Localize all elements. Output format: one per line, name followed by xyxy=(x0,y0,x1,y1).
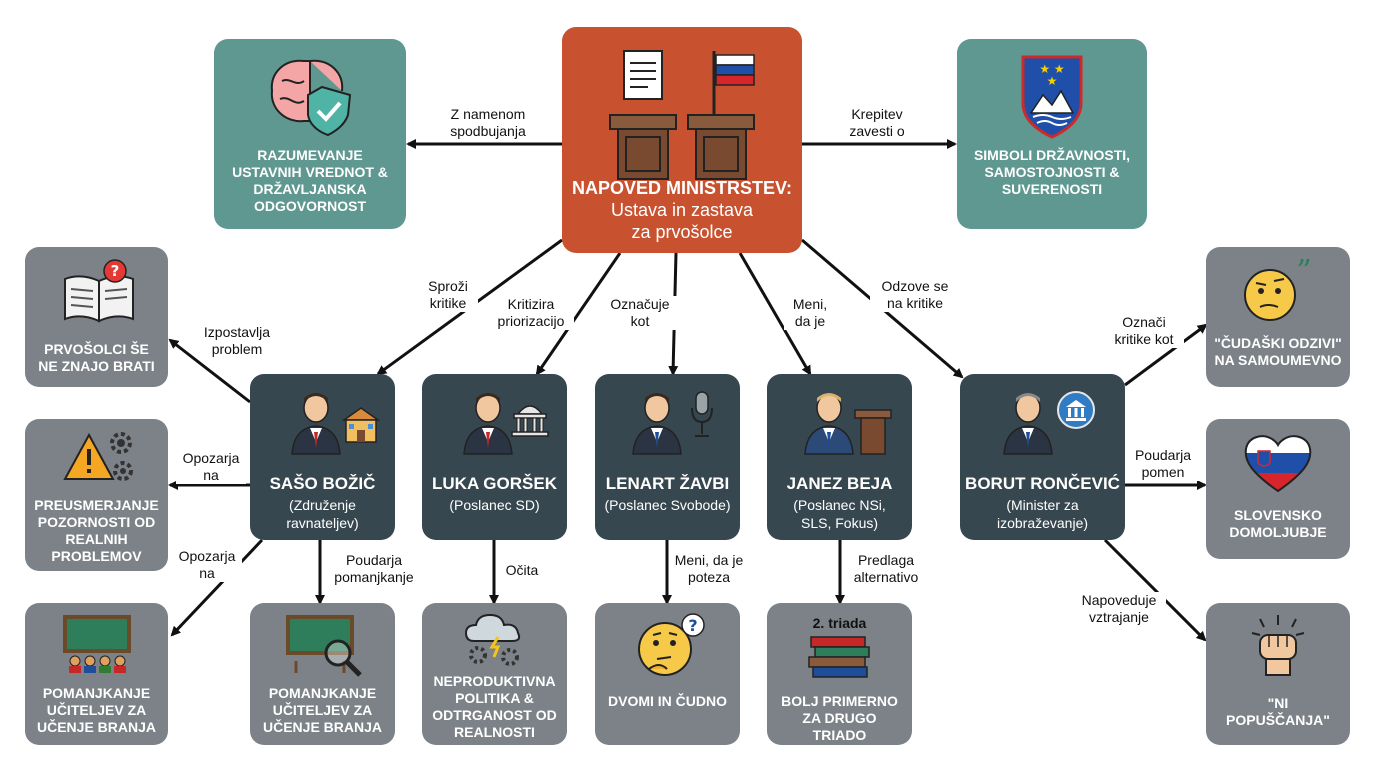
center-subtitle-line2: za prvošolce xyxy=(631,222,733,242)
person-node-roncevic: BORUT RONČEVIĆ (Minister za izobraževanj… xyxy=(960,374,1125,540)
classroom-icon xyxy=(63,615,131,673)
edge-label-namenom: Z namenom spodbujanja xyxy=(436,106,540,140)
person-node-gorsek: LUKA GORŠEK (Poslanec SD) xyxy=(422,374,567,540)
outcome-label: SLOVENSKO DOMOLJUBJE xyxy=(1229,507,1327,540)
center-node: NAPOVED MINISTRSTEV: Ustava in zastava z… xyxy=(562,27,802,253)
person-name: BORUT RONČEVIĆ xyxy=(965,474,1120,493)
arrow-bozic-to-pomanjkanje1 xyxy=(170,538,264,637)
state-symbols-node: ★ ★ ★ SIMBOLI DRŽAVNOSTI, SAMOSTOJNOSTI … xyxy=(957,39,1147,229)
center-title: NAPOVED MINISTRSTEV: xyxy=(571,178,793,198)
edge-label-ocita: Očita xyxy=(500,562,544,579)
arrow-center-to-beja xyxy=(738,252,812,376)
arrow-center-to-gorsek xyxy=(535,252,622,376)
outcome-label: POMANJKANJE UČITELJEV ZA UČENJE BRANJA xyxy=(262,685,383,735)
open-book-question-icon: ? xyxy=(64,259,134,323)
person-name: SAŠO BOŽIČ xyxy=(269,474,376,493)
slovenian-heart-icon xyxy=(1244,435,1312,493)
edge-label-meni-poteza: Meni, da je poteza xyxy=(672,552,746,586)
outcome-label: PRVOŠOLCI ŠE NE ZNAJO BRATI xyxy=(38,341,155,374)
outcome-neproduktivna: NEPRODUKTIVNA POLITIKA & ODTRGANOST OD R… xyxy=(422,603,567,745)
books-stack-icon xyxy=(808,636,870,678)
edge-label-odzove: Odzove se na kritike xyxy=(870,278,960,312)
outcome-label: DVOMI IN ČUDNO xyxy=(608,693,727,709)
edge-label-meni-da-je: Meni, da je xyxy=(784,296,836,330)
edge-label-sprozi: Sproži kritike xyxy=(418,278,478,312)
outcome-pomanjkanje-2: POMANJKANJE UČITELJEV ZA UČENJE BRANJA xyxy=(250,603,395,745)
person-role: (Poslanec SD) xyxy=(449,497,540,513)
raised-fist-icon xyxy=(1251,615,1305,676)
edge-label-opozarja-1: Opozarja na xyxy=(176,450,246,484)
person-role: (Združenje ravnateljev) xyxy=(286,497,359,531)
outcome-label: POMANJKANJE UČITELJEV ZA UČENJE BRANJA xyxy=(36,685,157,735)
edge-label-oznaci: Označi kritike kot xyxy=(1104,314,1184,348)
outcome-domoljubje: SLOVENSKO DOMOLJUBJE xyxy=(1206,419,1350,559)
constitutional-values-node: RAZUMEVANJE USTAVNIH VREDNOT & DRŽAVLJAN… xyxy=(214,39,406,229)
person-node-zavbi: LENART ŽAVBI (Poslanec Svobode) xyxy=(595,374,740,540)
person-avatar-icon xyxy=(804,393,854,455)
podium-flag-icon xyxy=(687,51,755,180)
outcome-prvosolci: ? PRVOŠOLCI ŠE NE ZNAJO BRATI xyxy=(25,247,168,387)
skeptical-face-icon: ” xyxy=(1244,257,1312,321)
person-node-bozic: SAŠO BOŽIČ (Združenje ravnateljev) xyxy=(250,374,395,540)
person-name: LENART ŽAVBI xyxy=(605,474,730,493)
lectern-icon xyxy=(854,409,892,455)
ministry-badge-icon xyxy=(1057,391,1095,429)
arrow-bozic-to-prvosolci xyxy=(168,338,251,404)
edge-label-izpostavlja: Izpostavlja problem xyxy=(196,324,278,358)
edge-label-napoveduje: Napoveduje vztrajanje xyxy=(1072,592,1166,626)
outcome-label: NEPRODUKTIVNA POLITIKA & ODTRGANOST OD R… xyxy=(432,673,557,740)
edge-label-poudarja-pomen: Poudarja pomen xyxy=(1126,447,1200,481)
outcome-label: "ČUDAŠKI ODZIVI" NA SAMOUMEVNO xyxy=(1214,335,1342,368)
person-role: (Poslanec NSi, SLS, Fokus) xyxy=(793,497,886,531)
person-name: JANEZ BEJA xyxy=(786,474,893,493)
outcome-label: PREUSMERJANJE POZORNOSTI OD REALNIH PROB… xyxy=(34,497,159,564)
edge-label-kritizira: Kritizira priorizacijo xyxy=(488,296,574,330)
outcome-ni-popuscanja: "NI POPUŠČANJA" xyxy=(1206,603,1350,745)
coat-of-arms-icon: ★ ★ ★ xyxy=(1021,55,1083,139)
person-avatar-icon xyxy=(463,393,513,455)
person-role: (Minister za izobraževanje) xyxy=(996,497,1089,531)
svg-text:?: ? xyxy=(111,262,120,280)
person-name: LUKA GORŠEK xyxy=(432,474,557,493)
svg-text:★: ★ xyxy=(1047,74,1058,88)
person-role: (Poslanec Svobode) xyxy=(604,497,731,513)
person-avatar-icon xyxy=(632,393,682,455)
microphone-icon xyxy=(691,391,713,437)
outcome-dvomi: ? DVOMI IN ČUDNO xyxy=(595,603,740,745)
school-building-icon xyxy=(342,407,380,443)
edge-label-oznacuje: Označuje kot xyxy=(600,296,680,330)
outcome-cudaski: ” "ČUDAŠKI ODZIVI" NA SAMOUMEVNO xyxy=(1206,247,1350,387)
edge-label-krepitev: Krepitev zavesti o xyxy=(835,106,919,140)
person-avatar-icon xyxy=(291,393,341,455)
outcome-bolj-primerno: 2. triada BOLJ PRIMERNO ZA DRUGO TRIADO xyxy=(767,603,912,745)
constitutional-values-label: RAZUMEVANJE USTAVNIH VREDNOT & DRŽAVLJAN… xyxy=(232,147,388,214)
arrow-roncevic-to-popuscanja xyxy=(1103,538,1207,642)
svg-text:”: ” xyxy=(1296,257,1311,289)
state-symbols-label: SIMBOLI DRŽAVNOSTI, SAMOSTOJNOSTI & SUVE… xyxy=(973,147,1131,197)
edge-label-poudarja-pomanjkanje: Poudarja pomanjkanje xyxy=(324,552,424,586)
cloud-gears-icon xyxy=(464,613,521,666)
center-subtitle-line1: Ustava in zastava xyxy=(610,200,754,220)
svg-text:?: ? xyxy=(688,616,697,635)
outcome-label: BOLJ PRIMERNO ZA DRUGO TRIADO xyxy=(781,693,898,743)
svg-text:★ ★: ★ ★ xyxy=(1039,62,1064,76)
person-avatar-icon xyxy=(1003,393,1053,455)
person-node-beja: JANEZ BEJA (Poslanec NSi, SLS, Fokus) xyxy=(767,374,912,540)
outcome-pomanjkanje-1: POMANJKANJE UČITELJEV ZA UČENJE BRANJA xyxy=(25,603,168,745)
outcome-label: "NI POPUŠČANJA" xyxy=(1226,695,1330,728)
arrow-roncevic-to-cudaski xyxy=(1124,323,1208,387)
warning-gears-icon xyxy=(63,432,133,481)
blackboard-magnifier-icon xyxy=(286,615,362,677)
outcome-preusmerjanje: PREUSMERJANJE POZORNOSTI OD REALNIH PROB… xyxy=(25,419,168,571)
podium-document-icon xyxy=(609,50,677,180)
edge-label-predlaga: Predlaga alternativo xyxy=(844,552,928,586)
parliament-icon xyxy=(511,405,549,437)
triada-badge: 2. triada xyxy=(812,615,867,631)
edge-label-opozarja-2: Opozarja na xyxy=(172,548,242,582)
thinking-face-icon: ? xyxy=(638,613,705,676)
brain-shield-icon xyxy=(270,59,352,137)
